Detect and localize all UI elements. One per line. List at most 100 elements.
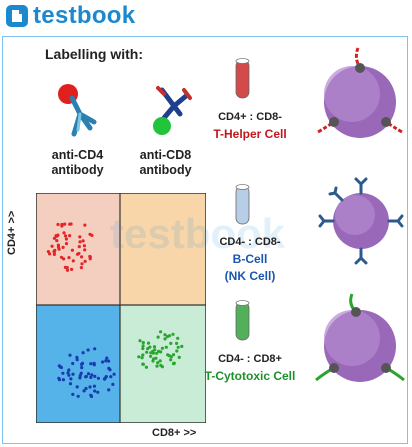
cd4-positive-dot: [54, 234, 58, 238]
cd4-positive-dot: [63, 234, 68, 238]
t-helper-label: CD4+ : CD8- T-Helper Cell: [205, 110, 295, 141]
nk-cell-name: (NK Cell): [224, 269, 276, 283]
double-negative-dot: [107, 359, 111, 363]
cd4-positive-dot: [68, 222, 72, 226]
cd4-positive-dot: [52, 236, 56, 240]
double-negative-dot: [75, 358, 79, 362]
b-cell-name: B-Cell: [232, 252, 268, 266]
cell-population-dots: [46, 222, 184, 399]
double-negative-dot: [57, 376, 61, 380]
cd8-positive-dot: [169, 355, 173, 359]
cd8-positive-dot: [176, 345, 180, 349]
anti-cd4-name: anti-CD4: [51, 148, 104, 162]
double-negative-dot: [67, 373, 71, 377]
cd8-positive-dot: [158, 359, 162, 363]
cd8-positive-dot: [137, 355, 141, 359]
cd8-positive-dot: [159, 330, 163, 334]
t-helper-markers: CD4+ : CD8-: [218, 111, 282, 123]
double-negative-dot: [71, 392, 75, 396]
cd4-positive-dot: [83, 248, 87, 252]
cd8-positive-dot: [151, 349, 155, 353]
double-negative-dot: [112, 372, 116, 376]
double-negative-dot: [75, 385, 79, 389]
brand-name: testbook: [33, 2, 136, 29]
double-negative-dot: [111, 382, 115, 386]
cd8-positive-dot: [175, 341, 179, 345]
cd4-positive-dot: [70, 248, 74, 252]
cd8-positive-dot: [171, 332, 175, 336]
cd4-positive-dot: [88, 257, 92, 261]
double-negative-dot: [69, 377, 73, 381]
double-negative-dot: [107, 388, 111, 392]
cd4-positive-dot: [62, 231, 66, 235]
double-negative-dot: [71, 361, 75, 366]
double-negative-dot: [78, 374, 82, 378]
cd4-positive-dot: [71, 259, 75, 263]
cd8-positive-dot: [169, 341, 173, 345]
brand-header: testbook: [0, 0, 412, 34]
double-negative-dot: [81, 351, 85, 355]
cd8-positive-dot: [169, 358, 173, 362]
double-negative-dot: [96, 376, 100, 380]
t-cytotoxic-name: T-Cytotoxic Cell: [204, 369, 296, 383]
cd4-positive-dot: [80, 262, 84, 266]
double-negative-dot: [68, 353, 72, 357]
double-negative-dot: [61, 378, 65, 382]
cd8-positive-dot: [171, 353, 176, 357]
double-negative-dot: [68, 382, 73, 386]
cd8-positive-dot: [138, 339, 142, 343]
t-cytotoxic-label: CD4- : CD8+ T-Cytotoxic Cell: [200, 352, 300, 383]
cd4-positive-dot: [88, 232, 92, 236]
cd4-positive-dot: [61, 245, 65, 249]
cd8-positive-dot: [156, 361, 160, 365]
cd8-positive-dot: [156, 335, 160, 339]
anti-cd4-antibody-icon: [58, 84, 97, 137]
cd4-positive-dot: [75, 252, 80, 256]
cd8-positive-dot: [151, 359, 155, 363]
cd4-positive-dot: [60, 222, 64, 227]
cd8-positive-dot: [149, 354, 153, 358]
double-negative-dot: [105, 356, 109, 360]
cd8-positive-dot: [141, 353, 145, 357]
double-negative-dot: [92, 361, 96, 365]
cd4-positive-dot: [77, 245, 81, 249]
cd4-positive-dot: [62, 257, 66, 261]
cd8-positive-dot: [141, 362, 145, 366]
double-negative-dot: [101, 360, 105, 364]
double-negative-dot: [89, 375, 93, 379]
cd4-positive-dot: [65, 268, 70, 272]
cd8-positive-dot: [160, 346, 164, 350]
cd8-positive-dot: [163, 337, 167, 341]
cd4-positive-dot: [83, 223, 87, 227]
cd8-positive-dot: [166, 353, 170, 357]
cd8-positive-dot: [141, 344, 145, 348]
double-negative-dot: [104, 359, 108, 363]
quadrant-double-positive: [120, 193, 206, 305]
cd8-positive-dot: [144, 365, 148, 369]
cd8-positive-dot: [163, 333, 167, 337]
t-helper-name: T-Helper Cell: [213, 127, 287, 141]
cd8-positive-dot: [140, 356, 144, 360]
cd8-tag: [153, 117, 171, 135]
double-negative-dot: [92, 384, 96, 388]
anti-cd8-name: anti-CD8: [139, 148, 192, 162]
t-cytotoxic-markers: CD4- : CD8+: [218, 353, 282, 365]
b-cell-label: CD4- : CD8- B-Cell (NK Cell): [205, 235, 295, 283]
double-negative-dot: [107, 366, 111, 370]
cd8-positive-dot: [141, 346, 145, 351]
double-negative-dot: [61, 371, 65, 375]
cd4-positive-dot: [53, 248, 57, 252]
cd8-positive-dot: [175, 349, 179, 353]
double-negative-dot: [84, 386, 88, 391]
cd8-positive-dot: [180, 344, 184, 348]
cd8-positive-dot: [159, 350, 163, 354]
double-negative-dot: [76, 394, 80, 398]
double-negative-dot: [82, 389, 86, 393]
cd4-positive-dot: [67, 256, 71, 260]
cd4-positive-dot: [64, 237, 68, 241]
watermark-text: testbook: [110, 210, 286, 257]
cd4-positive-dot: [81, 239, 85, 243]
anti-cd8-antibody-icon: [153, 86, 192, 135]
double-negative-dot: [67, 368, 71, 372]
t-cytotoxic-tube-icon: [235, 300, 250, 341]
